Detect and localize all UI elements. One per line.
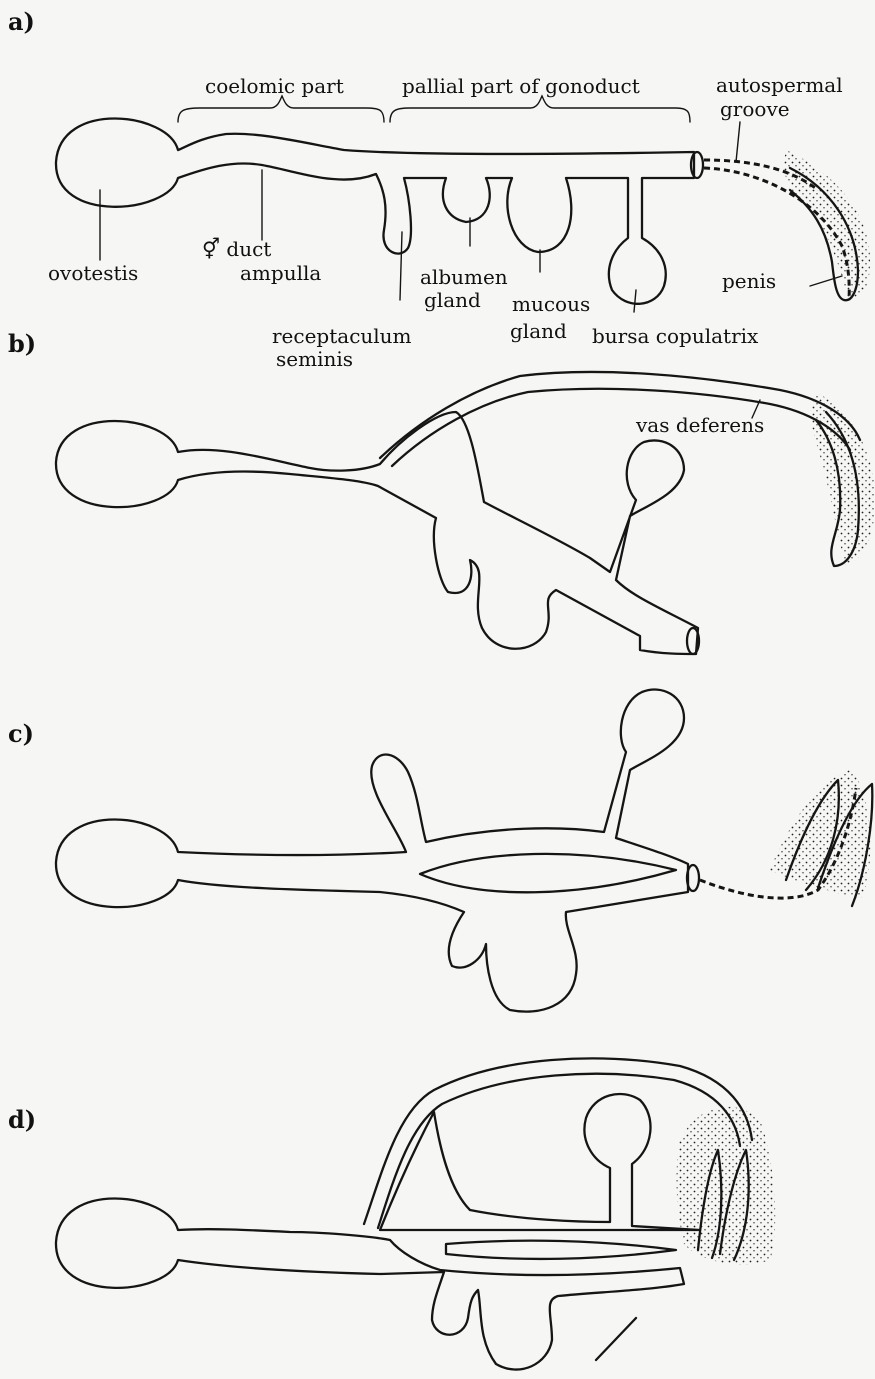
vas-deferens-label: vas deferens xyxy=(635,413,764,437)
lumen-d xyxy=(446,1241,676,1259)
albumen-gland-label: gland xyxy=(424,288,481,312)
penis-stipple-d xyxy=(677,1107,776,1264)
mucous-label: mucous xyxy=(512,292,590,316)
groove-leader xyxy=(736,122,740,162)
ovotestis-label: ovotestis xyxy=(48,261,138,285)
gonoduct-outline-c xyxy=(56,690,688,1012)
albumen-label: albumen xyxy=(420,265,508,289)
mucous-gland-label: gland xyxy=(510,319,567,343)
pallial-bracket xyxy=(390,96,690,122)
bursa-label: bursa copulatrix xyxy=(592,324,759,348)
penis-label: penis xyxy=(722,269,776,293)
ampulla-label: ampulla xyxy=(240,261,321,285)
panel-a: a) coelomic part pallial part of gonoduc… xyxy=(8,7,870,371)
duct-opening-a xyxy=(691,152,703,178)
panel-c: c) xyxy=(8,690,872,1012)
penis-stipple-b xyxy=(811,392,875,566)
panel-label-a: a) xyxy=(8,7,35,36)
gonoduct-outline-a xyxy=(56,119,694,304)
seminis-label: seminis xyxy=(276,347,353,371)
autospermal-label: autospermal xyxy=(716,73,843,97)
panel-label-d: d) xyxy=(8,1105,36,1134)
panel-d: d) xyxy=(8,1058,775,1369)
receptaculum-label: receptaculum xyxy=(272,324,412,348)
panel-b: b) vas deferens xyxy=(8,329,875,654)
panel-label-b: b) xyxy=(8,329,36,358)
receptaculum-leader xyxy=(400,232,402,300)
gonoduct-outline-d xyxy=(56,1199,684,1370)
bursa-leader xyxy=(634,290,636,312)
duct-label: ⚥ duct xyxy=(202,237,271,261)
pallial-part-label: pallial part of gonoduct xyxy=(402,74,640,98)
coelomic-bracket xyxy=(178,96,384,122)
gonoduct-outline-b xyxy=(56,412,698,654)
coelomic-part-label: coelomic part xyxy=(205,74,344,98)
lumen-c xyxy=(420,854,676,892)
vas-deferens-outer xyxy=(380,372,860,458)
penis-leader xyxy=(810,276,842,286)
lower-arm-d xyxy=(596,1318,636,1360)
panel-label-c: c) xyxy=(8,719,34,748)
groove-label-text: groove xyxy=(720,97,790,121)
